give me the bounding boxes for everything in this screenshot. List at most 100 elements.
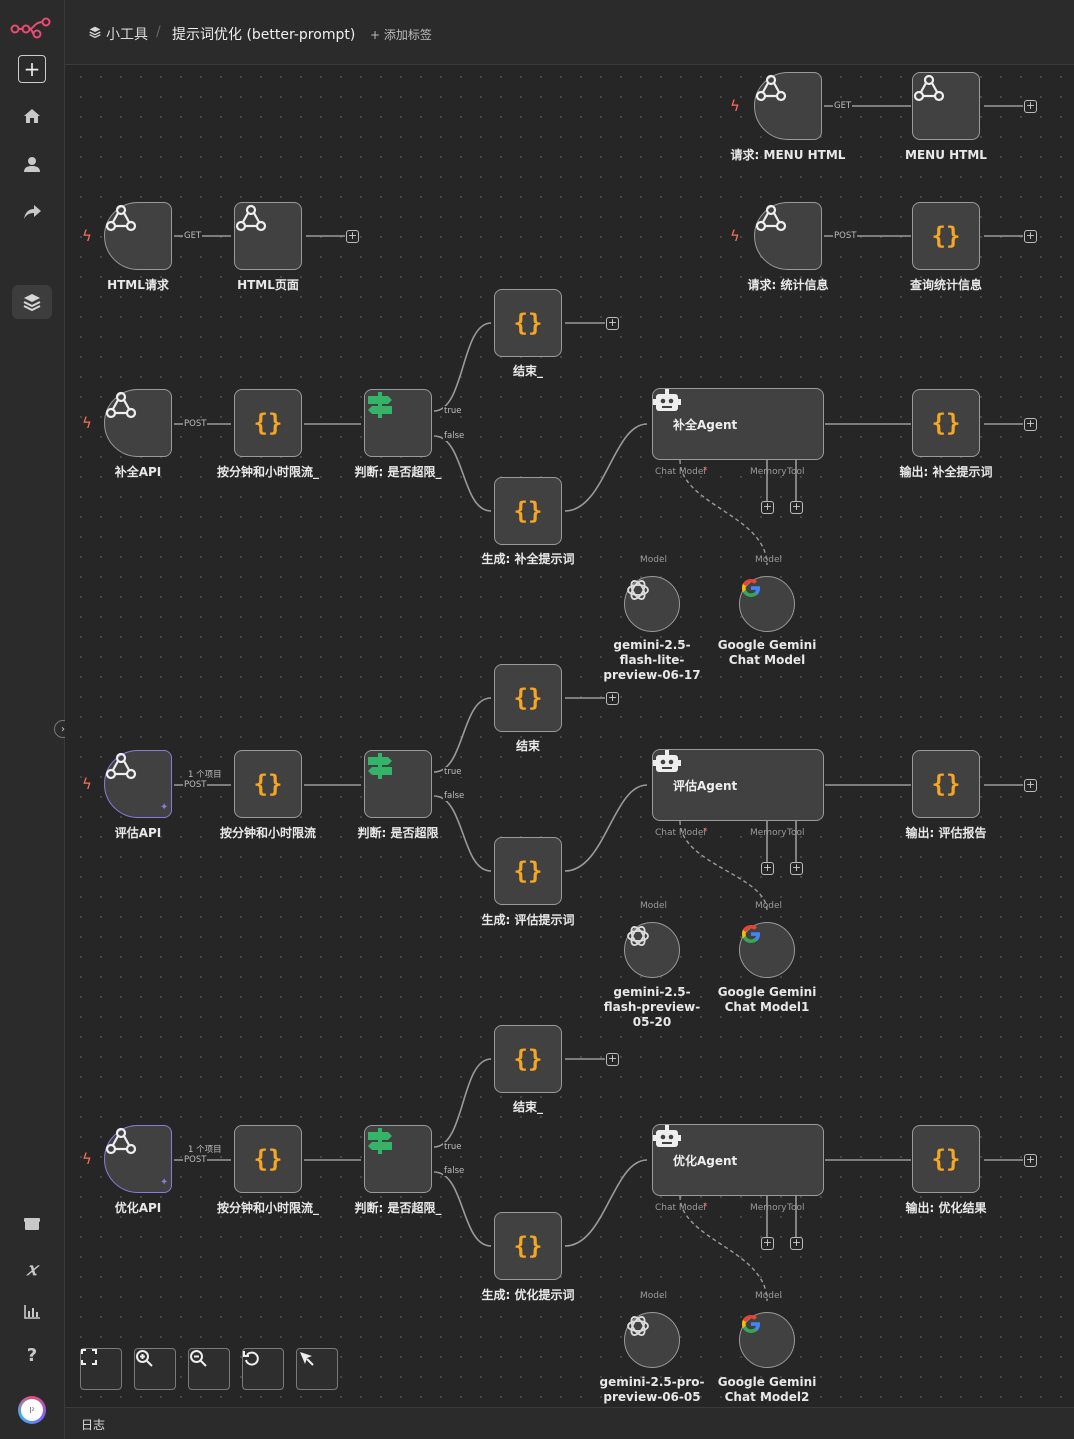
variables-icon[interactable]: 𝑥 (26, 1258, 38, 1280)
share-icon[interactable] (12, 195, 52, 229)
node-model-2b[interactable] (739, 922, 795, 978)
logs-panel-bar[interactable]: 日志 (65, 1407, 1074, 1439)
node-optimize-api[interactable] (104, 1125, 172, 1193)
add-node-button[interactable]: + (606, 1052, 619, 1066)
edge-label-post: POST (183, 419, 208, 429)
zoom-out-icon[interactable] (188, 1348, 230, 1390)
node-gen-2[interactable]: {} (494, 837, 562, 905)
node-judge-2[interactable] (364, 750, 432, 818)
help-icon[interactable]: ? (26, 1344, 38, 1366)
home-icon[interactable] (12, 99, 52, 133)
node-label: 输出: 优化结果 (905, 1201, 987, 1215)
breadcrumb-folder[interactable]: 小工具 (106, 27, 148, 43)
robot-icon (653, 389, 681, 411)
fit-view-icon[interactable] (80, 1348, 122, 1390)
node-judge-1[interactable] (364, 389, 432, 457)
node-output-3[interactable]: {} (912, 1125, 980, 1193)
node-agent-3[interactable]: 优化Agent (652, 1124, 824, 1196)
add-node-button[interactable]: + (1024, 229, 1037, 243)
node-model-3a[interactable] (624, 1312, 680, 1368)
layers-icon[interactable] (12, 285, 52, 319)
add-node-button[interactable]: + (346, 229, 359, 243)
node-end-2[interactable]: {} (494, 664, 562, 732)
node-model-2a[interactable] (624, 922, 680, 978)
add-icon[interactable]: + (12, 52, 52, 86)
node-rate-limit-1[interactable]: {} (234, 389, 302, 457)
zoom-in-icon[interactable] (134, 1348, 176, 1390)
reset-zoom-icon[interactable] (242, 1348, 284, 1390)
node-output-2[interactable]: {} (912, 750, 980, 818)
code-braces-icon: {} (931, 770, 961, 798)
node-html-page[interactable] (234, 202, 302, 270)
code-braces-icon: {} (513, 857, 543, 885)
node-query-stats[interactable]: {} (912, 202, 980, 270)
edge-label-items: 1 个项目 (187, 770, 223, 780)
node-model-3b[interactable] (739, 1312, 795, 1368)
webhook-icon (755, 204, 787, 232)
add-node-button[interactable]: + (606, 691, 619, 705)
webhook-icon (105, 204, 137, 232)
add-tag-button[interactable]: + 添加标签 (370, 28, 432, 42)
node-agent-2[interactable]: 评估Agent (652, 749, 824, 821)
edge-label-items: 1 个项目 (187, 1145, 223, 1155)
node-agent-1[interactable]: 补全Agent (652, 388, 824, 460)
add-node-button[interactable]: + (1024, 417, 1037, 431)
node-label: Google Gemini Chat Model2 (717, 1375, 817, 1404)
workflow-canvas[interactable]: ϟ 请求: MENU HTML MENU HTML GET + ϟ HTML请求… (65, 65, 1074, 1407)
user-icon[interactable] (12, 147, 52, 181)
node-label: 生成: 优化提示词 (481, 1288, 575, 1302)
node-complete-api[interactable] (104, 389, 172, 457)
node-label: HTML请求 (107, 278, 169, 292)
webhook-icon (755, 74, 787, 102)
google-icon (742, 579, 760, 597)
port-chat-model: Chat Model (655, 467, 706, 477)
webhook-icon (105, 1127, 137, 1155)
tidy-up-icon[interactable] (296, 1348, 338, 1390)
node-model-1a[interactable] (624, 576, 680, 632)
node-html-request[interactable] (104, 202, 172, 270)
trigger-bolt-icon: ϟ (82, 1150, 92, 1168)
add-memory-button[interactable]: + (761, 1236, 774, 1250)
webhook-icon (105, 391, 137, 419)
node-eval-api[interactable] (104, 750, 172, 818)
node-label: 补全API (114, 465, 162, 479)
node-end-1[interactable]: {} (494, 289, 562, 357)
port-model: Model (640, 555, 668, 565)
add-node-button[interactable]: + (1024, 778, 1037, 792)
add-node-button[interactable]: + (1024, 99, 1037, 113)
insights-icon[interactable] (12, 1295, 52, 1329)
node-rate-limit-3[interactable]: {} (234, 1125, 302, 1193)
edge-label-false: false (443, 431, 466, 441)
edge-label-false: false (443, 791, 466, 801)
node-output-1[interactable]: {} (912, 389, 980, 457)
node-label: 判断: 是否超限 (357, 826, 439, 840)
code-braces-icon: {} (253, 409, 283, 437)
edge-label-get: GET (833, 101, 853, 111)
edge-label-true: true (443, 767, 463, 777)
node-gen-3[interactable]: {} (494, 1212, 562, 1280)
node-label: 结束 (515, 739, 540, 753)
add-tool-button[interactable]: + (790, 861, 803, 875)
add-node-button[interactable]: + (606, 316, 619, 330)
webhook-icon (913, 74, 945, 102)
node-menu-html[interactable] (912, 72, 980, 140)
node-gen-1[interactable]: {} (494, 477, 562, 545)
workflow-title[interactable]: 提示词优化 (better-prompt) (172, 27, 356, 43)
n8n-logo-icon[interactable] (10, 14, 52, 42)
node-end-3[interactable]: {} (494, 1025, 562, 1093)
node-judge-3[interactable] (364, 1125, 432, 1193)
node-req-stats[interactable] (754, 202, 822, 270)
port-tool: Tool (787, 1203, 805, 1213)
templates-icon[interactable] (12, 1207, 52, 1241)
add-tool-button[interactable]: + (790, 500, 803, 514)
add-node-button[interactable]: + (1024, 1153, 1037, 1167)
node-rate-limit-2[interactable]: {} (234, 750, 302, 818)
avatar[interactable]: l² (18, 1396, 46, 1424)
node-model-1b[interactable] (739, 576, 795, 632)
logs-label[interactable]: 日志 (81, 1418, 106, 1432)
add-memory-button[interactable]: + (761, 861, 774, 875)
add-memory-button[interactable]: + (761, 500, 774, 514)
trigger-bolt-icon: ϟ (82, 227, 92, 245)
node-req-menu[interactable] (754, 72, 822, 140)
add-tool-button[interactable]: + (790, 1236, 803, 1250)
